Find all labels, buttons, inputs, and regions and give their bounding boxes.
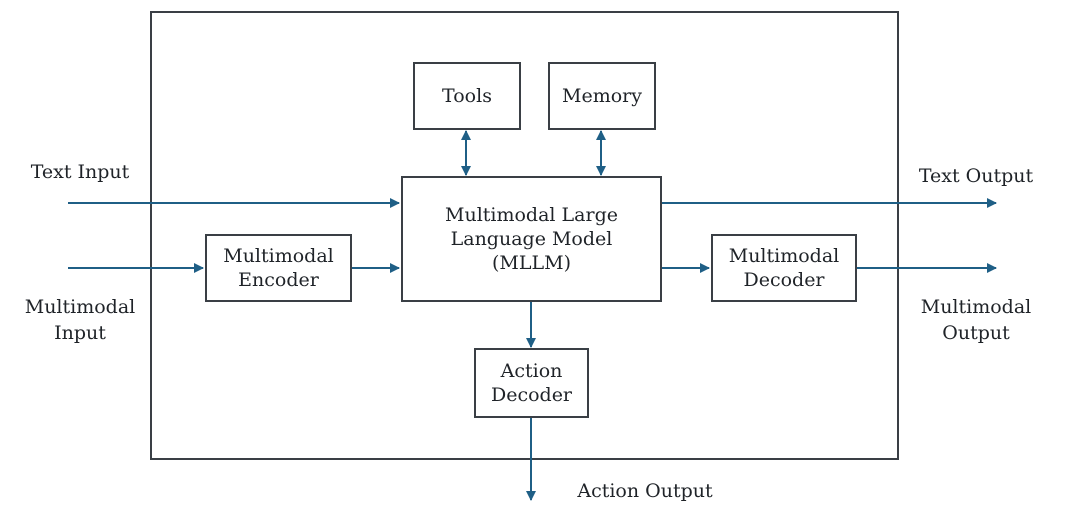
action-decoder-box: Action Decoder — [474, 348, 589, 418]
multimodal-decoder-box: Multimodal Decoder — [711, 234, 857, 302]
text-output-label: Text Output — [918, 165, 1034, 187]
multimodal-output-line1: Multimodal — [920, 296, 1032, 318]
encoder-label-line1: Multimodal — [223, 245, 334, 267]
action-decoder-label-line1: Action — [500, 360, 563, 382]
multimodal-encoder-box: Multimodal Encoder — [205, 234, 352, 302]
mllm-label-line1: Multimodal Large — [445, 204, 618, 226]
encoder-label-line2: Encoder — [238, 269, 319, 291]
text-input-label: Text Input — [30, 161, 130, 183]
multimodal-input-line2: Input — [54, 322, 106, 344]
multimodal-output-label: Multimodal Output — [910, 294, 1042, 346]
system-frame — [150, 11, 899, 460]
mllm-label-line3: (MLLM) — [492, 252, 571, 274]
tools-label: Tools — [442, 85, 492, 107]
multimodal-input-label: Multimodal Input — [14, 294, 146, 346]
memory-box: Memory — [548, 62, 656, 130]
decoder-label-line2: Decoder — [743, 269, 825, 291]
mllm-box: Multimodal Large Language Model (MLLM) — [401, 176, 662, 302]
decoder-label-line1: Multimodal — [728, 245, 840, 267]
multimodal-input-line1: Multimodal — [24, 296, 136, 318]
action-output-label: Action Output — [577, 480, 713, 502]
multimodal-output-line2: Output — [942, 322, 1010, 344]
mllm-label-line2: Language Model — [450, 228, 613, 250]
action-decoder-label-line2: Decoder — [490, 384, 573, 406]
memory-label: Memory — [562, 85, 642, 107]
tools-box: Tools — [413, 62, 521, 130]
